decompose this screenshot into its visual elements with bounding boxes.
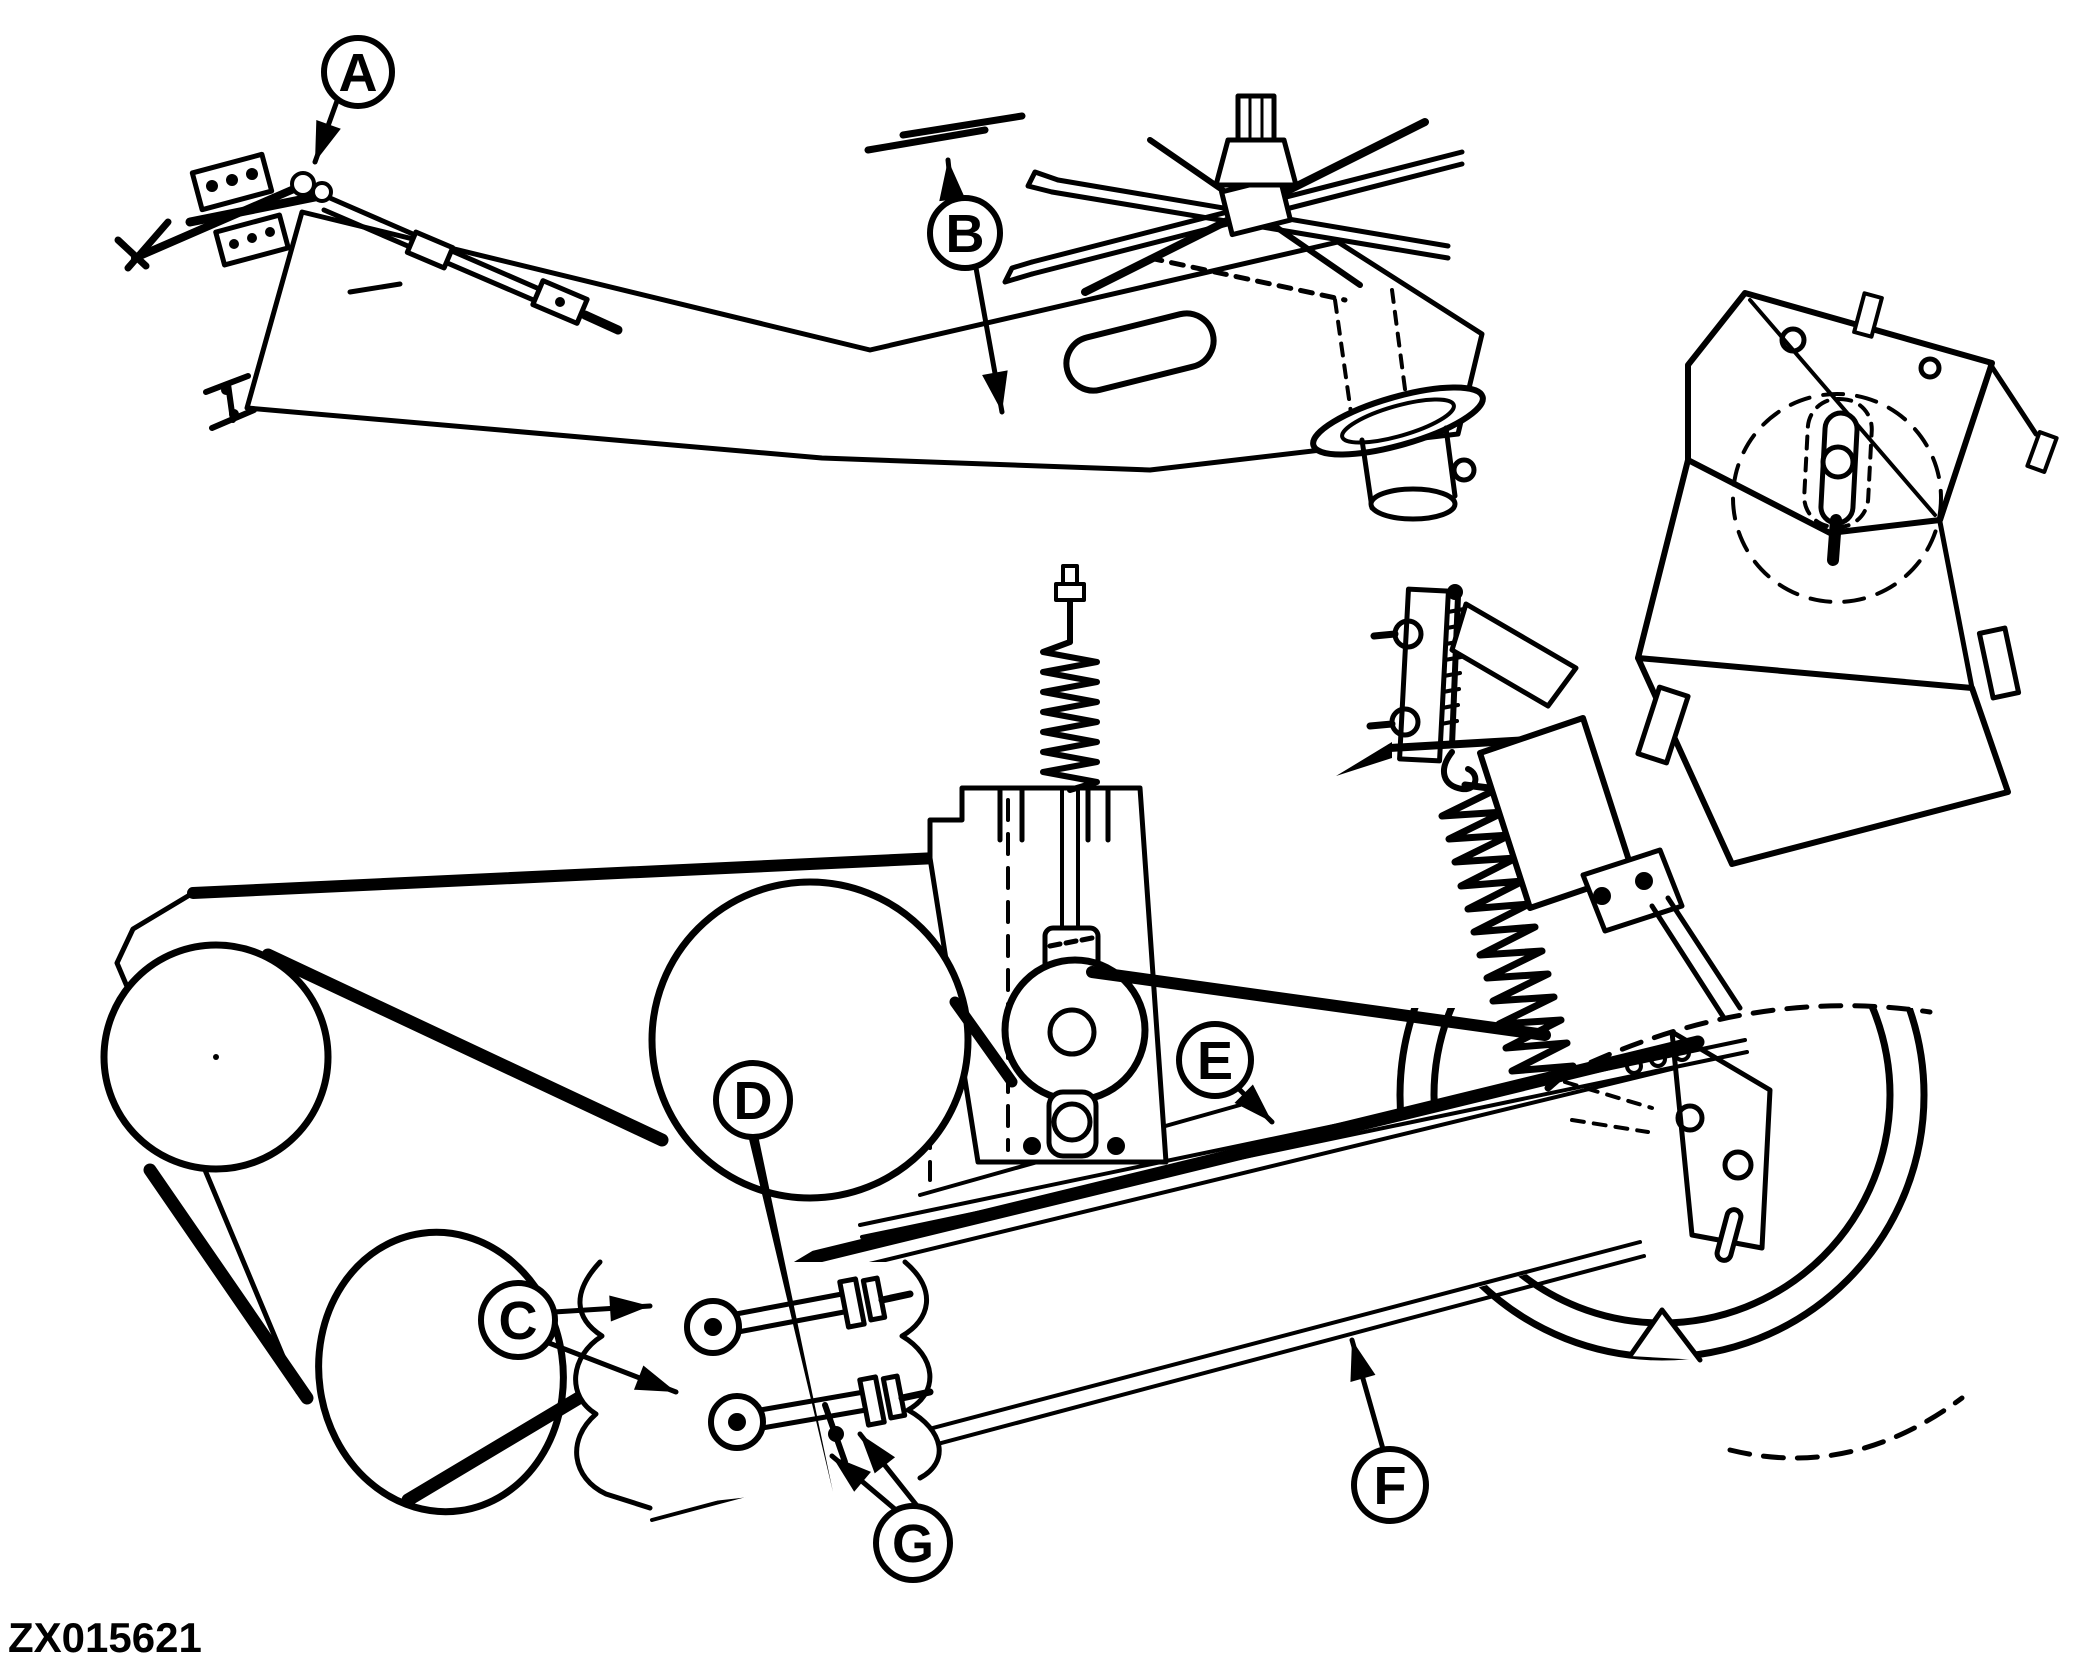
hitch-clamp: [290, 171, 316, 197]
boom-left-bracket: [203, 373, 257, 431]
callout-g-circle: [873, 1503, 953, 1583]
callout-b: B: [927, 157, 1008, 415]
drive-belt: [1086, 966, 1551, 1041]
drive-belt: [143, 1163, 314, 1405]
callout-d: D: [713, 1060, 833, 1492]
callout-c-arrow-2: [546, 1340, 679, 1395]
band-notch: [1630, 1310, 1700, 1360]
callout-b-label: B: [946, 204, 985, 264]
spindle-flange: [1310, 384, 1486, 458]
callout-a-label: A: [339, 43, 378, 103]
callout-e-circle: [1176, 1021, 1254, 1099]
callout-b-circle: [927, 195, 1003, 271]
callout-a: A: [312, 35, 395, 165]
callout-g-label: G: [892, 1514, 934, 1574]
tensioner-spring-coil: [1040, 639, 1100, 793]
callout-c: C: [478, 1280, 679, 1395]
plate-hole: [1779, 326, 1807, 354]
cutter-head: [1002, 93, 1486, 522]
callout-f-circle: [1351, 1446, 1429, 1524]
lower-pulley-hub: [1368, 486, 1458, 522]
callout-b-arrow-down: [973, 265, 1008, 415]
chute-lower-panel: [1635, 655, 2011, 867]
callout-f-label: F: [1374, 1456, 1407, 1516]
boom-slot: [1063, 310, 1217, 394]
callout-a-circle: [321, 35, 395, 109]
boom-frame: [244, 209, 1485, 473]
drive-belt: [401, 1035, 1705, 1507]
lift-spring-coil: [1438, 781, 1577, 1092]
turnbuckle-link: [321, 195, 623, 335]
damper-rod: [1649, 895, 1743, 1021]
drive-belt: [949, 996, 1018, 1088]
spring-hook: [1441, 749, 1479, 793]
callout-f-arrow: [1349, 1337, 1386, 1452]
callout-g-arrow-2: [857, 1431, 921, 1510]
callout-c-arrow-1: [551, 1295, 653, 1322]
figure-code: ZX015621: [8, 1614, 202, 1660]
callout-g-arrow-1: [829, 1453, 899, 1513]
datum-line: [864, 112, 1026, 154]
adjuster-link-lower: [708, 1373, 934, 1465]
callout-e: E: [1176, 1021, 1275, 1125]
callout-g: G: [829, 1431, 953, 1583]
callout-d-label: D: [734, 1071, 773, 1131]
skirt-end-bracket: [1563, 1029, 1773, 1263]
lift-spring-assembly: [1336, 584, 1743, 1092]
chute-adjustment-slot: [1731, 392, 1943, 604]
discharge-chute: [1635, 290, 2059, 867]
deck-top-edge: [187, 850, 986, 899]
middle-pulley: [648, 878, 972, 1202]
callout-e-label: E: [1197, 1031, 1233, 1091]
boom-assembly: [244, 209, 1485, 473]
callout-b-arrow-up: [939, 157, 966, 202]
callout-a-arrow: [312, 98, 341, 165]
spindle-nut: [1235, 93, 1277, 143]
callout-c-label: C: [499, 1291, 538, 1351]
hidden-spindle: [1333, 288, 1410, 422]
callout-c-circle: [478, 1280, 558, 1360]
callout-e-arrow: [1234, 1084, 1275, 1125]
deck-left-edge: [114, 890, 301, 1395]
plate-hole: [1918, 356, 1942, 380]
callout-f: F: [1349, 1337, 1429, 1524]
callout-d-circle: [713, 1060, 793, 1140]
mower-deck: [114, 850, 986, 1405]
drive-belt: [261, 948, 669, 1147]
slot-bolt: [1820, 444, 1856, 480]
callout-d-leader: [748, 1135, 833, 1492]
hitch-assembly: [114, 151, 333, 272]
